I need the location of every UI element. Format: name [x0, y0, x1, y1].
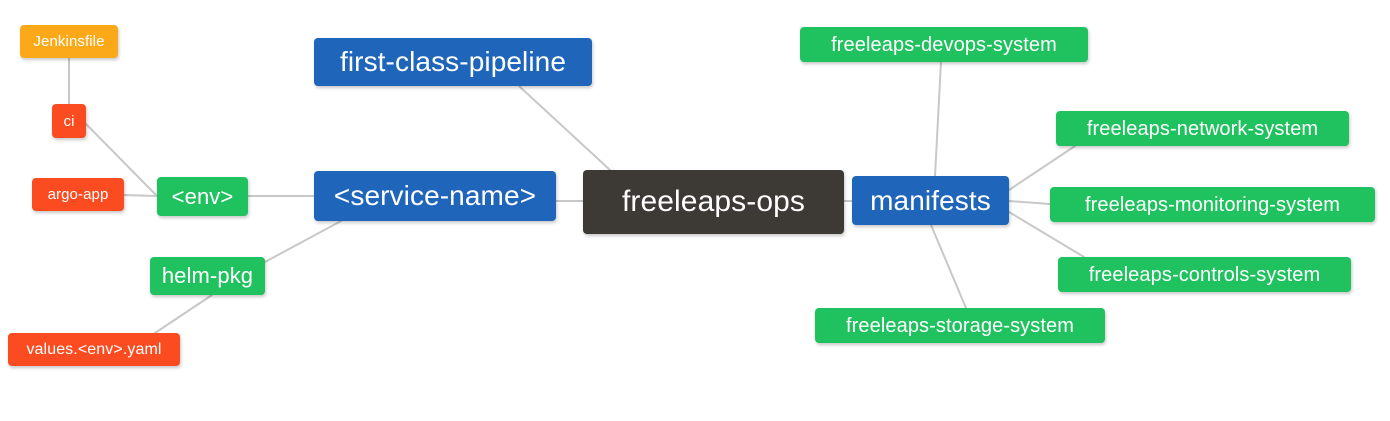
node-argo-app[interactable]: argo-app [32, 178, 124, 211]
node-label: freeleaps-ops [621, 185, 806, 218]
edge-values-yaml-to-helm-pkg [154, 294, 213, 334]
node-freeleaps-ops[interactable]: freeleaps-ops [583, 170, 844, 234]
node-label: freeleaps-controls-system [1088, 263, 1321, 286]
node-label: freeleaps-storage-system [845, 314, 1075, 337]
edge-manifests-to-freeleaps-monitoring-system [1008, 200, 1051, 205]
node-manifests[interactable]: manifests [852, 176, 1009, 225]
node-values-yaml[interactable]: values.<env>.yaml [8, 333, 180, 366]
edge-manifests-to-freeleaps-devops-system [934, 61, 942, 177]
node-service-name[interactable]: <service-name> [314, 171, 556, 221]
node-first-class-pipeline[interactable]: first-class-pipeline [314, 38, 592, 86]
node-label: helm-pkg [161, 263, 254, 288]
node-helm-pkg[interactable]: helm-pkg [150, 257, 265, 295]
node-freeleaps-controls-system[interactable]: freeleaps-controls-system [1058, 257, 1351, 292]
node-freeleaps-network-system[interactable]: freeleaps-network-system [1056, 111, 1349, 146]
edge-first-class-pipeline-to-freeleaps-ops [518, 85, 611, 171]
node-ci[interactable]: ci [52, 104, 86, 138]
edge-argo-app-to-env [123, 194, 158, 197]
edge-helm-pkg-to-service-name [264, 220, 342, 263]
node-label: freeleaps-network-system [1086, 117, 1319, 140]
node-label: values.<env>.yaml [26, 340, 162, 358]
node-label: Jenkinsfile [33, 33, 105, 50]
node-freeleaps-monitoring-system[interactable]: freeleaps-monitoring-system [1050, 187, 1375, 222]
node-label: <service-name> [333, 180, 537, 211]
edge-manifests-to-freeleaps-network-system [1008, 145, 1076, 191]
node-freeleaps-storage-system[interactable]: freeleaps-storage-system [815, 308, 1105, 343]
node-label: freeleaps-monitoring-system [1084, 193, 1340, 216]
node-label: ci [63, 112, 75, 130]
node-label: first-class-pipeline [339, 46, 567, 77]
node-label: manifests [870, 184, 991, 216]
edge-manifests-to-freeleaps-storage-system [930, 224, 967, 309]
node-label: freeleaps-devops-system [831, 33, 1057, 56]
node-label: argo-app [47, 186, 109, 203]
node-env[interactable]: <env> [157, 177, 248, 216]
node-label: <env> [171, 183, 234, 209]
node-freeleaps-devops-system[interactable]: freeleaps-devops-system [800, 27, 1088, 62]
node-jenkinsfile[interactable]: Jenkinsfile [20, 25, 118, 58]
